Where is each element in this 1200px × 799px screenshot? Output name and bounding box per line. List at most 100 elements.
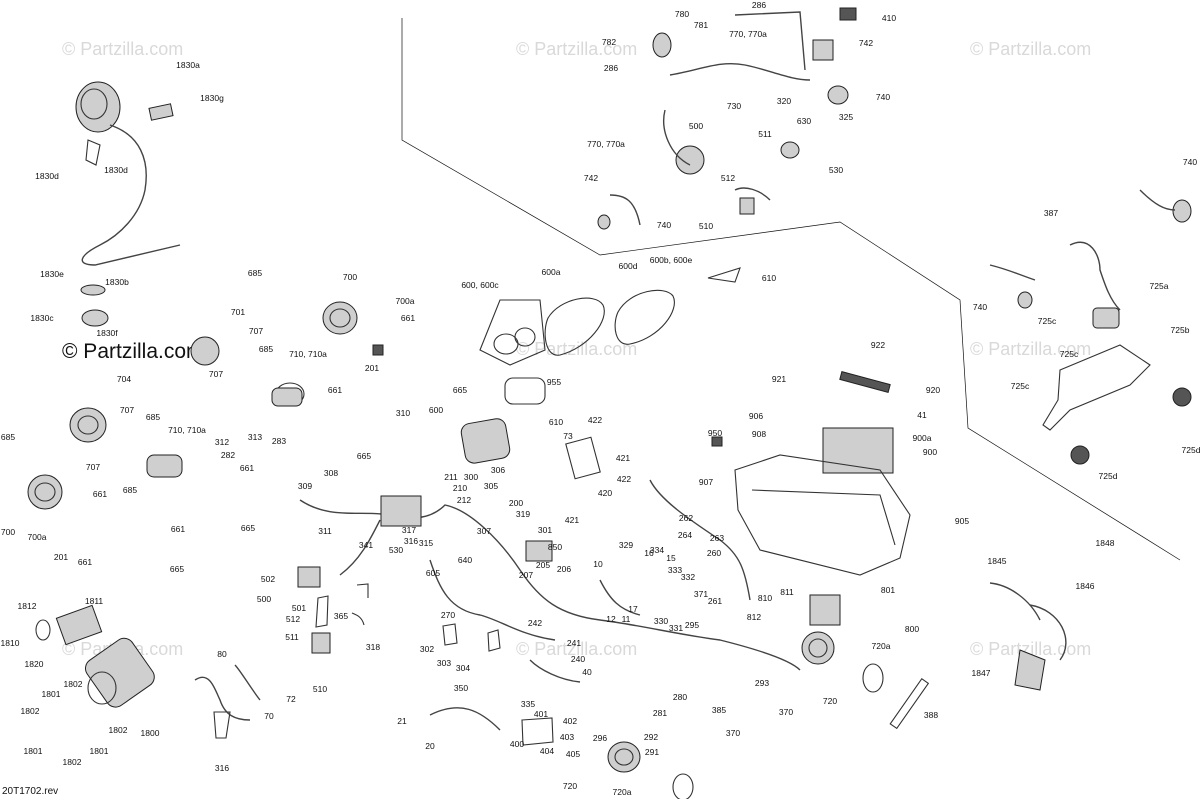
watermark: © Partzilla.com [970, 39, 1091, 59]
part-callout: 907 [699, 477, 713, 487]
part-callout: 1802 [63, 757, 82, 767]
part-callout: 312 [215, 437, 229, 447]
part-callout: 908 [752, 429, 766, 439]
headlight-parts [27, 301, 384, 510]
battery-tray-parts [711, 371, 911, 576]
part-callout: 296 [593, 733, 607, 743]
part-callout: 720a [613, 787, 632, 797]
part-callout: 600a [542, 267, 561, 277]
part-callout: 307 [477, 526, 491, 536]
part-callout: 502 [261, 574, 275, 584]
part-callout: 1800 [141, 728, 160, 738]
part-callout: 1830g [200, 93, 224, 103]
part-callout: 920 [926, 385, 940, 395]
part-callout: 318 [366, 642, 380, 652]
part-callout: 605 [426, 568, 440, 578]
watermark: © Partzilla.com [62, 39, 183, 59]
part-callout: 1830c [30, 313, 54, 323]
watermark: © Partzilla.com [516, 339, 637, 359]
part-callout: 700a [28, 532, 47, 542]
part-callout: 725c [1011, 381, 1030, 391]
part-callout: 17 [628, 604, 638, 614]
part-callout: 16 [644, 548, 654, 558]
parts-layer [27, 7, 1192, 799]
part-callout: 530 [389, 545, 403, 555]
winch-parts [35, 604, 261, 739]
part-callout: 1847 [972, 668, 991, 678]
part-callout: 1846 [1076, 581, 1095, 591]
part-callout: 1801 [42, 689, 61, 699]
part-callout: 212 [457, 495, 471, 505]
part-callout: 281 [653, 708, 667, 718]
part-callout: 740 [973, 302, 987, 312]
part-callout: 511 [758, 129, 772, 139]
part-callout: 500 [257, 594, 271, 604]
part-callout: 710, 710a [168, 425, 206, 435]
part-callout: 410 [882, 13, 896, 23]
part-callout: 403 [560, 732, 574, 742]
part-callout: 205 [536, 560, 550, 570]
part-callout: 370 [726, 728, 740, 738]
part-callout: 291 [645, 747, 659, 757]
part-callout: 770, 770a [587, 139, 625, 149]
part-callout: 501 [292, 603, 306, 613]
part-callout: 707 [249, 326, 263, 336]
part-callout: 80 [217, 649, 227, 659]
part-callout: 1830b [105, 277, 129, 287]
part-callout: 402 [563, 716, 577, 726]
part-callout: 263 [710, 533, 724, 543]
part-callout: 270 [441, 610, 455, 620]
part-callout: 335 [521, 699, 535, 709]
part-callout: 73 [563, 431, 573, 441]
part-callout: 211 [444, 472, 458, 482]
part-callout: 264 [678, 530, 692, 540]
part-callout: 685 [1, 432, 15, 442]
part-callout: 720 [823, 696, 837, 706]
part-callout: 260 [707, 548, 721, 558]
part-callout: 1801 [24, 746, 43, 756]
part-callout: 640 [458, 555, 472, 565]
part-callout: 310 [396, 408, 410, 418]
part-callout: 725b [1171, 325, 1190, 335]
part-callout: 600b, 600e [650, 255, 693, 265]
part-callout: 388 [924, 710, 938, 720]
diagram-code: 20T1702.rev [2, 786, 58, 797]
part-callout: 261 [708, 596, 722, 606]
part-callout: 385 [712, 705, 726, 715]
part-callout: 707 [120, 405, 134, 415]
part-callout: 70 [264, 711, 274, 721]
part-callout: 740 [1183, 157, 1197, 167]
part-callout: 720 [563, 781, 577, 791]
rear-lamp-parts [989, 189, 1192, 691]
part-callout: 1830a [176, 60, 200, 70]
part-callout: 710, 710a [289, 349, 327, 359]
part-callout: 1830e [40, 269, 64, 279]
part-callout: 725d [1099, 471, 1118, 481]
part-callout: 309 [298, 481, 312, 491]
part-callout: 685 [259, 344, 273, 354]
part-callout: 422 [617, 474, 631, 484]
part-callout: 610 [762, 273, 776, 283]
part-callout: 280 [673, 692, 687, 702]
part-callout: 742 [859, 38, 873, 48]
part-callout: 365 [334, 611, 348, 621]
part-callout: 286 [604, 63, 618, 73]
part-callout: 780 [675, 9, 689, 19]
part-callout: 315 [419, 538, 433, 548]
part-callout: 511 [285, 632, 299, 642]
part-callout: 331 [669, 623, 683, 633]
part-callout: 11 [622, 614, 631, 624]
part-callout: 421 [565, 515, 579, 525]
part-callout: 240 [571, 654, 585, 664]
part-callout: 329 [619, 540, 633, 550]
part-callout: 1812 [18, 601, 37, 611]
part-callout: 210 [453, 483, 467, 493]
part-callout: 320 [777, 96, 791, 106]
module-parts [297, 566, 554, 746]
part-callout: 311 [318, 526, 332, 536]
part-callout: 1830f [96, 328, 118, 338]
part-callout: 301 [538, 525, 552, 535]
part-callout: 420 [598, 488, 612, 498]
part-callout: 306 [491, 465, 505, 475]
part-callout: 661 [78, 557, 92, 567]
